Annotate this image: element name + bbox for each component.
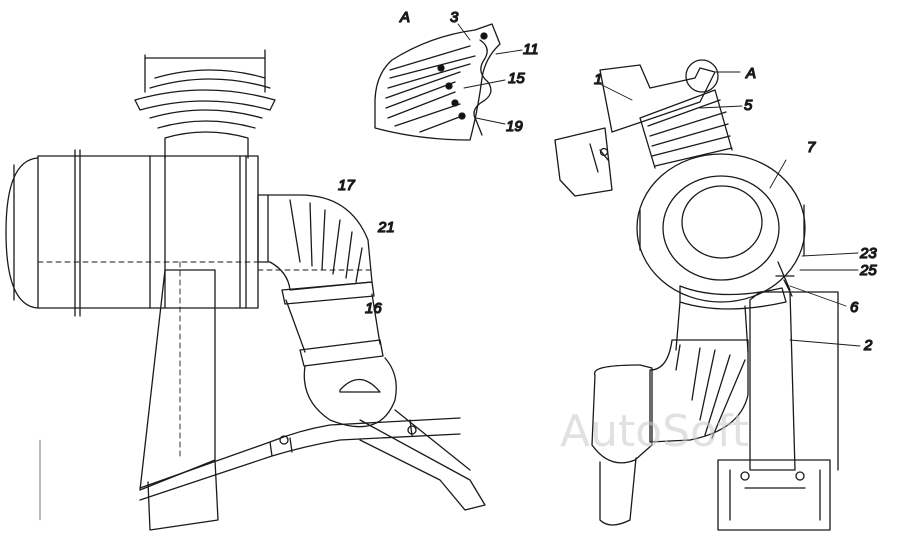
- watermark: AutoSoft: [560, 406, 749, 457]
- callout-17: 17: [338, 177, 355, 194]
- corrugated-inlet-hose: [134, 69, 276, 159]
- callout-11: 11: [523, 41, 539, 58]
- pipe-collar: [299, 339, 384, 367]
- air-cleaner-drum-7: [636, 153, 806, 303]
- detail-a-sealing-profile: [473, 39, 492, 136]
- callout-3: 3: [450, 9, 459, 26]
- left-view-assembly: [5, 49, 486, 531]
- callout-25: 25: [859, 262, 877, 279]
- mount-bracket-lower: [359, 409, 486, 511]
- detail-a-layers: [385, 45, 476, 133]
- detail-a-rivet: [451, 99, 459, 107]
- housing-bands: [74, 149, 247, 317]
- side-mount-bracket: [554, 127, 613, 197]
- callout-15: 15: [508, 70, 525, 87]
- hose-clamp: [281, 281, 375, 305]
- callout-23: 23: [859, 245, 877, 262]
- drum-inner-ring: [662, 175, 780, 281]
- detail-a-marker-circle: [685, 59, 719, 93]
- bolt: [279, 435, 289, 445]
- top-mount-bracket: [144, 49, 266, 93]
- detail-a-rivet: [437, 64, 445, 72]
- callout-19: 19: [506, 118, 523, 135]
- detail-a-view: [374, 23, 523, 141]
- right-view-assembly: [554, 59, 861, 531]
- support-strut: [139, 269, 219, 531]
- elbow-hose-17: [257, 194, 373, 291]
- detail-a-rivet: [480, 32, 488, 40]
- housing-end-cap: [5, 157, 39, 309]
- callout-2: 2: [863, 337, 873, 354]
- callout-5: 5: [744, 97, 753, 114]
- lower-duct: [303, 357, 397, 428]
- callout-21: 21: [377, 219, 395, 236]
- engine-intake-body: [591, 364, 653, 526]
- detail-a-outline: [374, 23, 501, 141]
- lower-elbow-hose: [649, 339, 749, 443]
- callout-16: 16: [365, 300, 382, 317]
- leader-lines: [457, 23, 523, 125]
- callout-1: 1: [594, 71, 602, 88]
- bolt: [795, 471, 805, 481]
- fastener-group: [775, 261, 795, 297]
- air-cleaner-housing: [37, 155, 259, 309]
- bolt: [599, 147, 609, 157]
- thin-dashed-line: [37, 261, 373, 461]
- support-bracket-2: [749, 291, 839, 471]
- callout-7: 7: [807, 139, 816, 156]
- leader-lines: [599, 71, 861, 347]
- lower-clamp: [679, 285, 787, 310]
- intake-pipe-16: [285, 293, 381, 353]
- bolt: [740, 471, 750, 481]
- vertical-pipe: [675, 301, 749, 353]
- callout-6: 6: [850, 299, 859, 316]
- drum-outlet: [681, 185, 763, 259]
- detail-a-rivet: [458, 112, 466, 120]
- corrugated-hose-5: [639, 89, 733, 169]
- frame-mount: [717, 459, 831, 531]
- detail-a-rivet: [445, 82, 453, 90]
- detail-a-title: A: [399, 9, 410, 26]
- callout-a-marker: A: [745, 65, 756, 82]
- bolt: [407, 425, 417, 435]
- drum-clamp-band: [639, 204, 805, 256]
- frame-rail: [139, 417, 461, 501]
